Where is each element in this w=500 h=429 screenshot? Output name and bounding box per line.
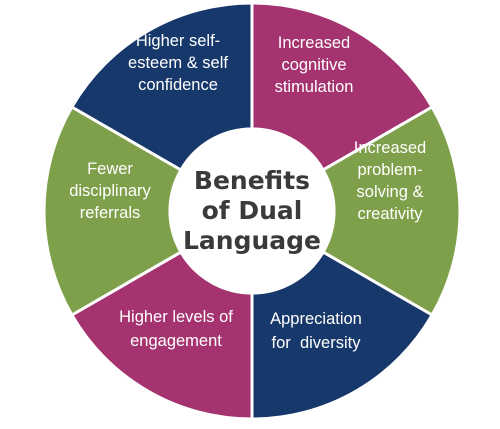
segment-increased-cognitive-stimulation-label-line: stimulation — [275, 78, 354, 96]
segment-fewer-disciplinary-referrals-label: Fewer disciplinary referrals — [69, 160, 151, 222]
segment-appreciation-for-diversity-label: Appreciation for diversity — [270, 310, 362, 352]
center-circle — [168, 127, 336, 295]
segment-higher-levels-of-engagement-label-line: engagement — [130, 332, 222, 350]
segment-appreciation-for-diversity-label-line: for diversity — [272, 334, 362, 352]
segment-higher-levels-of-engagement-label: Higher levels of engagement — [119, 308, 233, 350]
segment-increased-problem-solving-creativity-label-line: problem- — [357, 161, 422, 179]
center-title-line: Language — [183, 226, 321, 255]
segment-increased-problem-solving-creativity-label: Increased problem-solving & creativity — [354, 139, 426, 223]
center-title-line: Benefits — [194, 166, 310, 195]
segment-increased-problem-solving-creativity-label-line: Increased — [354, 139, 426, 157]
segment-higher-self-esteem-self-confidence-label-line: confidence — [138, 76, 218, 94]
segment-increased-problem-solving-creativity-label-line: solving & — [357, 183, 424, 201]
segment-higher-self-esteem-self-confidence-label: Higher self-esteem & self confidence — [128, 32, 228, 94]
segment-increased-cognitive-stimulation-label-line: cognitive — [281, 56, 346, 74]
segment-higher-levels-of-engagement-label-line: Higher levels of — [119, 308, 233, 326]
segment-fewer-disciplinary-referrals-label-line: Fewer — [87, 160, 133, 178]
segment-fewer-disciplinary-referrals-label-line: referrals — [80, 204, 141, 222]
segment-higher-self-esteem-self-confidence-label-line: esteem & self — [128, 54, 228, 72]
segment-fewer-disciplinary-referrals-label-line: disciplinary — [69, 182, 151, 200]
center-title-line: of Dual — [202, 196, 303, 225]
segment-increased-cognitive-stimulation-label-line: Increased — [278, 34, 350, 52]
segment-increased-problem-solving-creativity-label-line: creativity — [357, 205, 423, 223]
segment-higher-self-esteem-self-confidence-label-line: Higher self- — [136, 32, 220, 50]
segment-appreciation-for-diversity-label-line: Appreciation — [270, 310, 362, 328]
segment-increased-cognitive-stimulation-label: Increased cognitive stimulation — [275, 34, 354, 96]
